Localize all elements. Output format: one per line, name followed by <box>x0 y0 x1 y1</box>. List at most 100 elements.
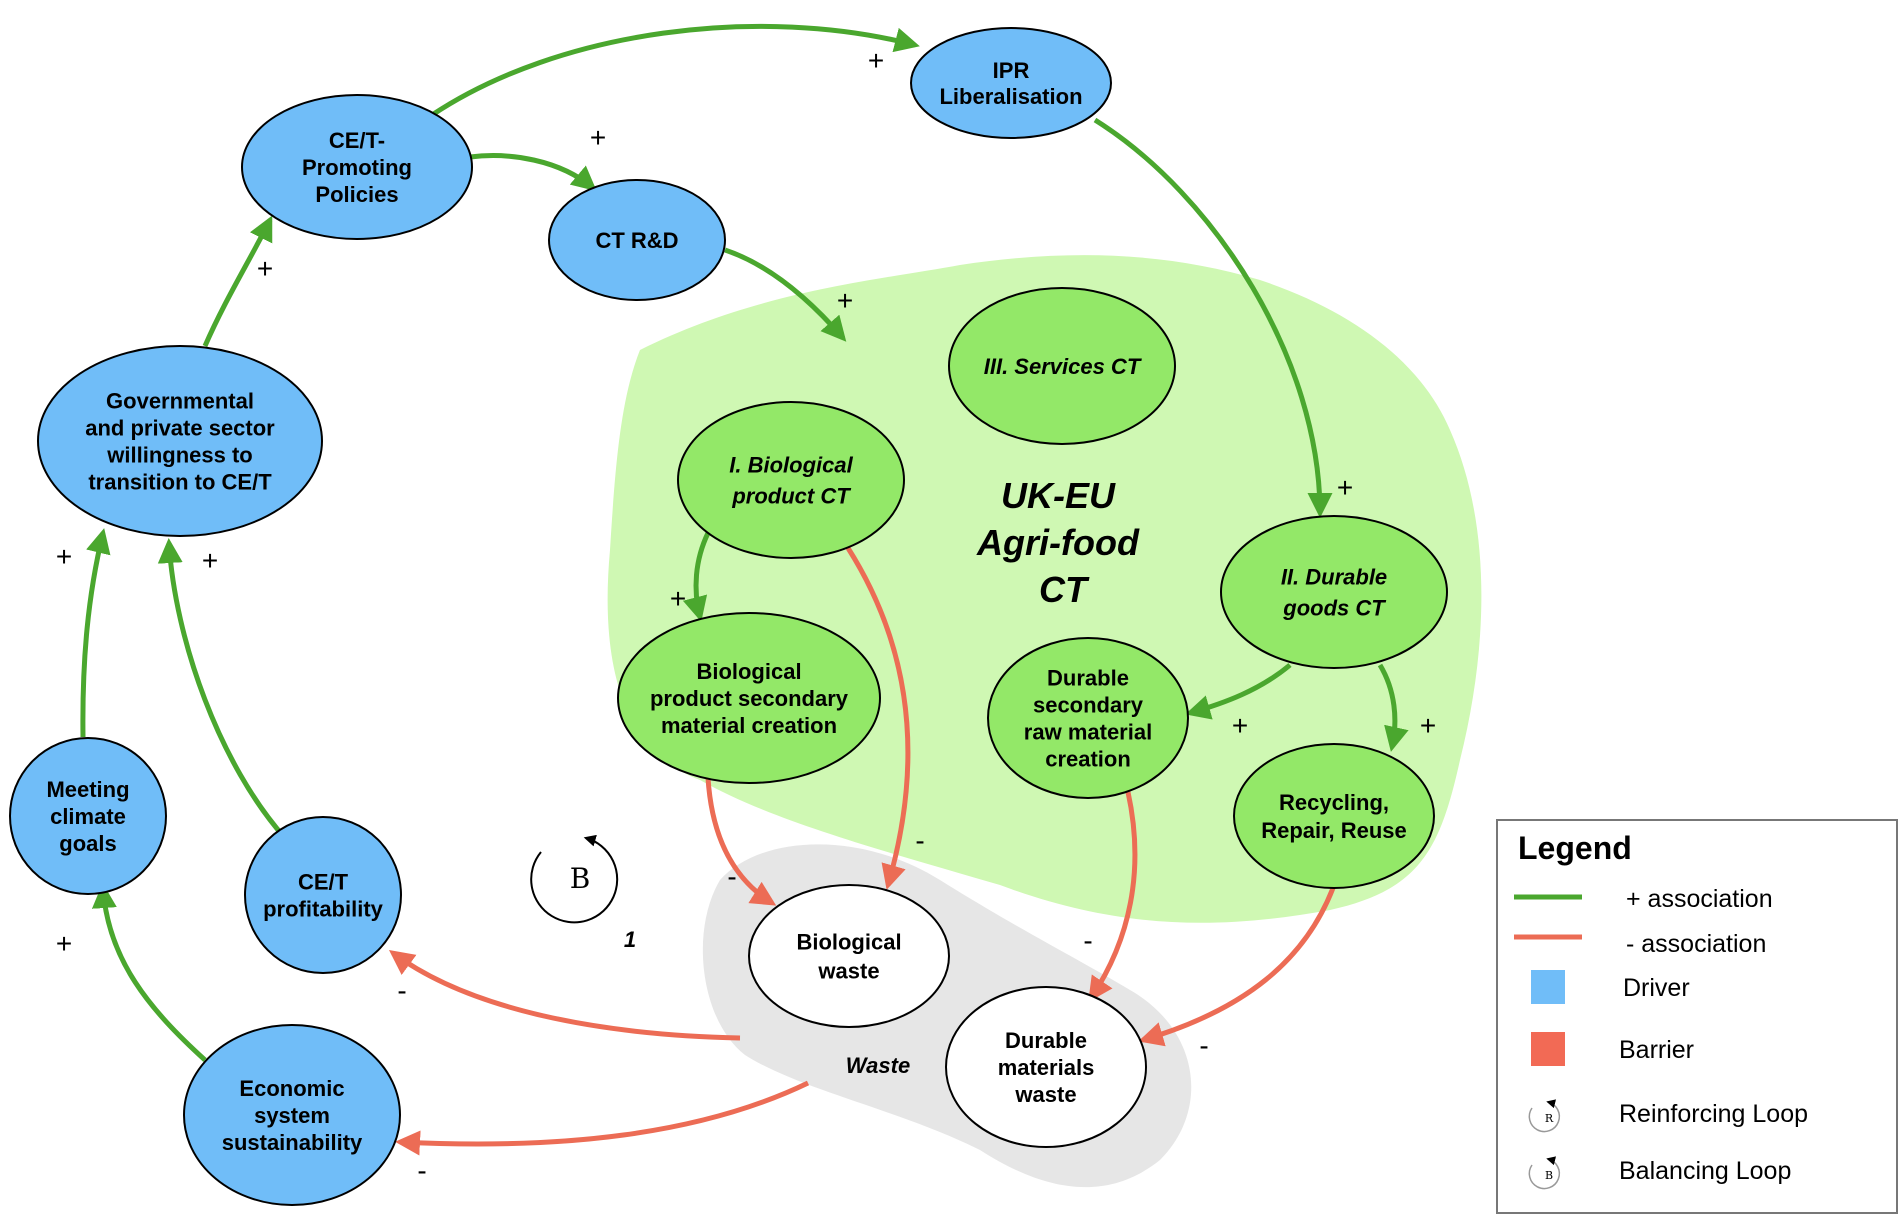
balancing-loop-icon: B <box>1528 1156 1561 1190</box>
node-label-line: Durable <box>1047 666 1129 691</box>
node-label-line: waste <box>817 959 879 984</box>
sign-plus-climate-willingness: + <box>56 541 72 572</box>
sign-minus-waste-economic: - <box>417 1155 426 1186</box>
sign-plus-bioct-biosecondary: + <box>670 583 686 614</box>
legend-title: Legend <box>1518 830 1632 866</box>
arrow-profitability-to-willingness <box>157 538 287 840</box>
node-label-line: Biological <box>796 930 901 955</box>
node-label-line: materials <box>998 1055 1095 1080</box>
waste-region-label: Waste <box>846 1053 910 1078</box>
arrow-waste-to-profitability <box>388 950 741 1041</box>
node-label-line: material creation <box>661 713 837 738</box>
sign-minus-biosecondary-biowaste: - <box>727 861 736 892</box>
node-label-line: Promoting <box>302 155 412 180</box>
reinforcing-loop-icon: R <box>1528 1099 1561 1133</box>
node-label-line: product secondary <box>650 686 849 711</box>
legend-barrier-swatch <box>1531 1032 1565 1066</box>
reinforcing-loop-icon-circle <box>1528 1099 1561 1133</box>
node-label-line: IPR <box>993 58 1030 83</box>
legend: Legend + association - association Drive… <box>1496 819 1898 1214</box>
center-title-line-1: UK-EU <box>1001 475 1116 516</box>
arrow-durablesecondary-to-durablewaste <box>1088 791 1138 1003</box>
arrow-policies-to-ipr <box>430 23 920 118</box>
node-label-line: sustainability <box>222 1130 363 1155</box>
balancing-loop-circle <box>530 834 619 924</box>
node-label-line: Meeting <box>46 777 129 802</box>
node-label-line: Liberalisation <box>939 84 1082 109</box>
arrow-willingness-to-policies <box>202 215 273 347</box>
node-label-line: climate <box>50 804 126 829</box>
sign-minus-bioct-biowaste: - <box>915 825 924 856</box>
center-title-line-2: Agri-food <box>976 522 1140 563</box>
node-shape-bio-secondary <box>617 612 881 784</box>
legend-driver-swatch <box>1531 970 1565 1004</box>
arrow-policies-to-rnd <box>469 153 597 192</box>
balancing-loop-letter: B <box>570 862 591 895</box>
legend-label-reinforcing: Reinforcing Loop <box>1619 1100 1808 1128</box>
node-label-line: willingness to <box>106 443 252 468</box>
node-label-line: transition to CE/T <box>88 470 272 495</box>
node-label-line: CE/T <box>298 870 349 895</box>
node-shape-durable-secondary <box>987 637 1189 799</box>
reinforcing-loop-icon-letter: R <box>1545 1112 1554 1125</box>
node-label-services: III. Services CT <box>984 354 1142 379</box>
arrow-bioct-to-biowaste <box>845 546 911 890</box>
negative-arrows <box>388 546 1336 1156</box>
sign-plus-durable-recycling: + <box>1420 710 1436 741</box>
node-label-line: creation <box>1045 747 1131 772</box>
polarity-signs: + + + + + + + + + + + - - - - - - <box>56 45 1436 1186</box>
legend-label-balancing: Balancing Loop <box>1619 1157 1791 1185</box>
node-label-bio-waste: Biological waste <box>796 930 901 984</box>
node-shape-bio-waste <box>748 884 950 1028</box>
node-label-line: Repair, Reuse <box>1261 818 1407 843</box>
arrow-durable-to-recycling <box>1377 663 1409 752</box>
positive-arrows <box>80 23 1409 1062</box>
center-title: UK-EU Agri-food CT <box>976 475 1149 610</box>
node-rnd: CT R&D <box>548 179 726 301</box>
balancing-loop-icon-circle <box>1528 1156 1561 1190</box>
node-recycling: Recycling,Repair, Reuse <box>1233 743 1435 889</box>
node-label-line: III. Services CT <box>984 354 1142 379</box>
node-label-line: profitability <box>263 897 384 922</box>
node-shape-rnd <box>548 179 726 301</box>
node-label-line: I. Biological <box>729 453 853 478</box>
arrow-durable-to-durablesecondary <box>1185 663 1292 720</box>
sign-plus-policies-rnd: + <box>590 122 606 153</box>
sign-plus-profitability-willingness: + <box>202 545 218 576</box>
sign-minus-recycling-durablewaste: - <box>1199 1030 1208 1061</box>
node-label-line: Durable <box>1005 1028 1087 1053</box>
arrow-biosecondary-to-biowaste <box>705 777 777 906</box>
node-label-recycling: Recycling,Repair, Reuse <box>1261 790 1407 843</box>
arrow-bioct-to-biosecondary <box>682 531 711 622</box>
node-label-line: Biological <box>696 659 801 684</box>
node-bio-waste: Biological waste <box>748 884 950 1028</box>
node-shape-policies <box>241 94 473 240</box>
node-label-line: Policies <box>315 182 398 207</box>
node-shape-biological-ct <box>677 401 905 559</box>
sign-plus-rnd-ct: + <box>837 285 853 316</box>
legend-label-driver: Driver <box>1623 974 1690 1002</box>
node-shape-profitability <box>244 816 402 974</box>
legend-box <box>1496 819 1898 1214</box>
legend-label-barrier: Barrier <box>1619 1036 1694 1064</box>
